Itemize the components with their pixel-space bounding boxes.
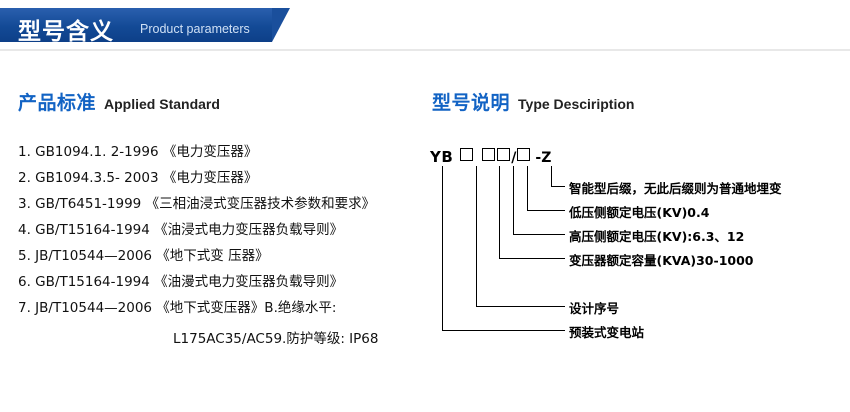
header-divider [0,49,850,51]
leader-vline-5 [476,166,477,306]
leader-vline-2 [527,166,528,210]
model-code-box-3 [497,148,511,161]
list-item: 3. GB/T6451-1999 《三相油浸式变压器技术参数和要求》 [18,196,376,213]
list-item: 7. JB/T10544—2006 《地下式变压器》B.绝缘水平: [18,300,337,317]
code-label-capacity: 变压器额定容量(KVA)30-1000 [569,253,754,268]
page-header: 型号含义 Product parameters [0,0,850,52]
model-code-box-2 [482,148,496,161]
applied-standard-heading-en: Applied Standard [104,96,220,112]
model-code-box-1 [460,148,474,161]
leader-hline-3 [513,234,565,235]
code-label-smart-suffix: 智能型后缀，无此后缀则为普通地埋变 [569,181,782,196]
list-item: 1. GB1094.1. 2-1996 《电力变压器》 [18,144,258,160]
code-label-high-voltage: 高压侧额定电压(KV):6.3、12 [569,229,745,244]
list-item: 2. GB1094.3.5- 2003 《电力变压器》 [18,170,258,187]
leader-hline-5 [476,306,565,307]
list-item: 4. GB/T15164-1994 《油浸式电力变压器负载导则》 [18,222,344,239]
page-title: 型号含义 [18,19,114,45]
model-code-dash: - [535,150,542,166]
header-band-tail [272,8,290,42]
standards-list: 1. GB1094.1. 2-1996 《电力变压器》 2. GB1094.3.… [18,144,433,348]
leader-hline-6 [442,330,565,331]
leader-hline-2 [527,210,565,211]
type-description-heading-cn: 型号说明 [432,92,511,114]
list-item: 5. JB/T10544—2006 《地下式变 压器》 [18,248,269,265]
type-description-heading-en: Type Desciription [518,96,635,112]
applied-standard-heading-cn: 产品标准 [18,92,97,114]
code-label-low-voltage: 低压侧额定电压(KV)0.4 [569,205,710,220]
model-code-suffix: Z [541,150,552,166]
list-item-continuation: L175AC35/AC59.防护等级: IP68 [173,331,379,348]
leader-hline-1 [551,186,565,187]
model-code-string: YB / -Z [430,148,551,166]
model-code-slash: / [511,150,517,166]
leader-hline-4 [499,258,565,259]
code-label-substation: 预装式变电站 [569,325,645,340]
type-code-diagram: YB / -Z 智能型后缀，无此后缀则为普通地埋变 低压侧额定电压(KV)0.4 高… [420,140,850,390]
type-description-heading: 型号说明 Type Desciription [432,88,634,115]
leader-vline-4 [499,166,500,258]
code-label-design-serial: 设计序号 [569,301,620,316]
model-code-box-4 [517,148,531,161]
leader-vline-1 [551,166,552,186]
page-subtitle: Product parameters [140,22,250,36]
model-code-prefix: YB [430,148,454,166]
header-band [0,8,272,42]
applied-standard-heading: 产品标准 Applied Standard [18,88,220,115]
list-item: 6. GB/T15164-1994 《油漫式电力变压器负载导则》 [18,274,344,291]
leader-vline-6 [442,166,443,330]
leader-vline-3 [513,166,514,234]
